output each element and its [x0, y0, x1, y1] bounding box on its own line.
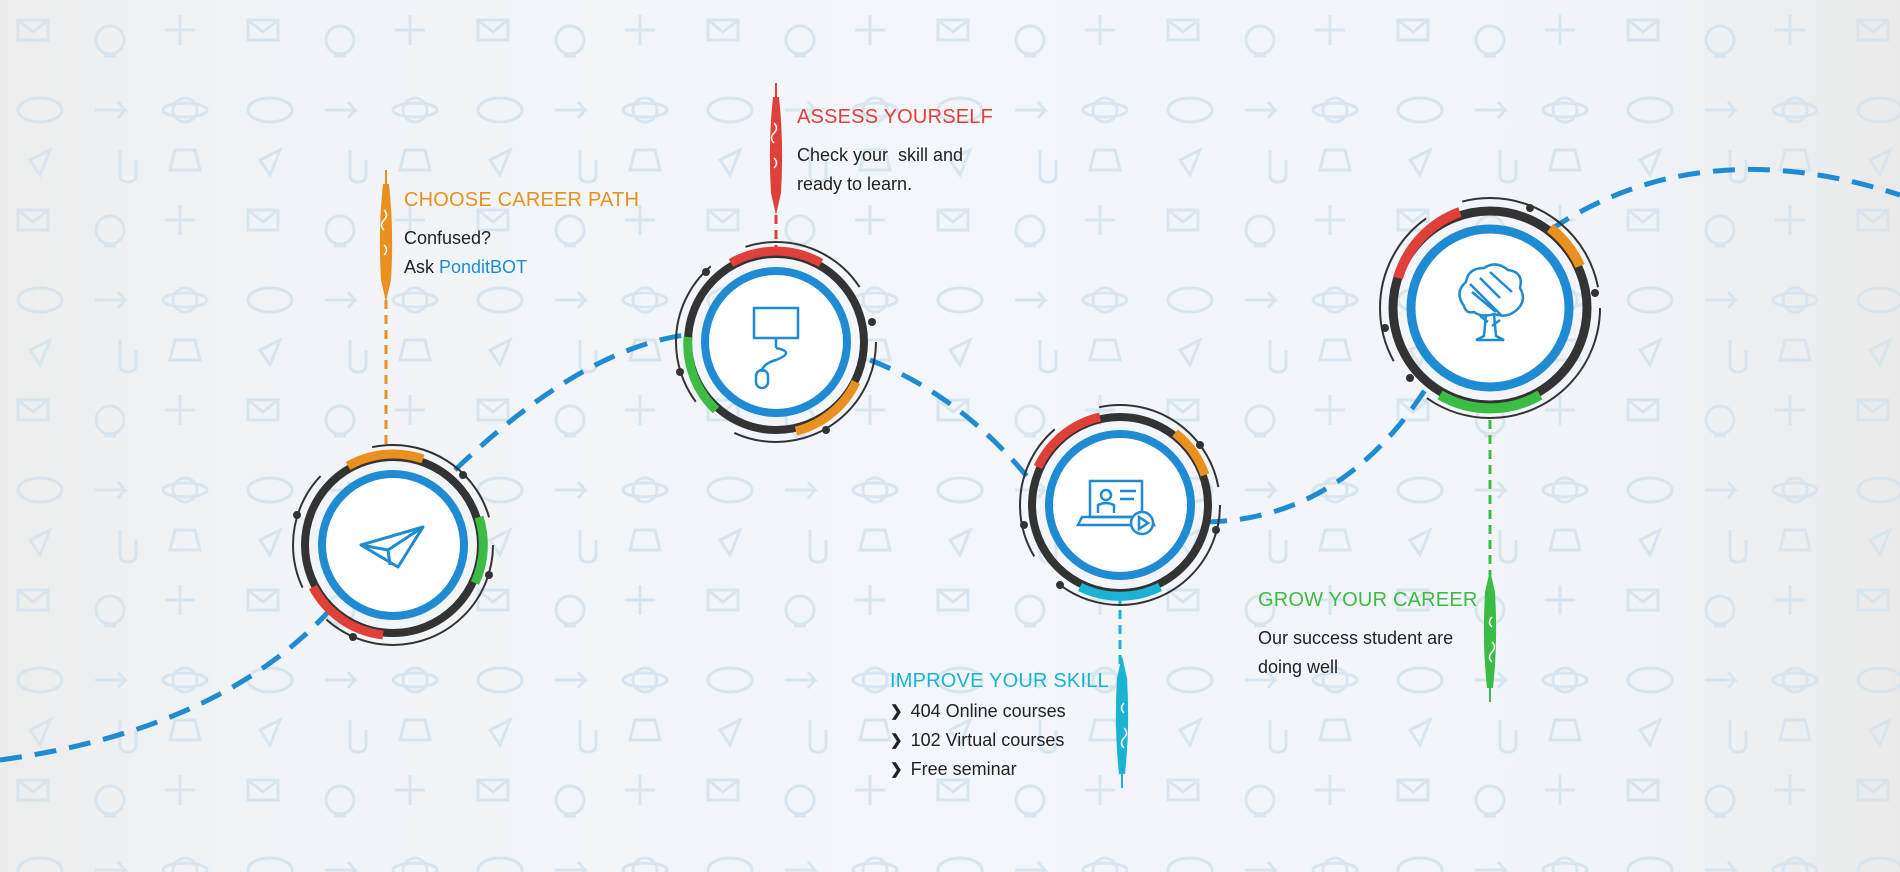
course-bullet: ❯ 102 Virtual courses [890, 726, 1109, 755]
bullet-virtual-courses: 102 Virtual courses [910, 730, 1065, 750]
assess-line-2: ready to learn. [797, 174, 913, 194]
chevron-right-icon: ❯ [890, 732, 903, 749]
red-pen-icon [769, 83, 783, 215]
grow-career-text: GROW YOUR CAREER Our success student are… [1258, 588, 1478, 682]
assess-line-1: Check your skill and [797, 145, 964, 165]
grow-line-1: Our success student are [1258, 628, 1454, 648]
chevron-right-icon: ❯ [890, 703, 903, 720]
paper-plane-icon [359, 525, 425, 569]
ponditbot-link[interactable]: PonditBOT [439, 257, 528, 277]
tree-icon [1458, 263, 1525, 342]
improve-skill-text: IMPROVE YOUR SKILL ❯ 404 Online courses ❯… [890, 669, 1109, 784]
choose-career-text: CHOOSE CAREER PATH Confused? Ask PonditB… [404, 188, 639, 282]
video-lesson-laptop-icon [1075, 479, 1157, 536]
orange-pen-icon [379, 170, 393, 302]
assess-node[interactable] [675, 241, 877, 443]
grow-line-2: doing well [1258, 657, 1339, 677]
bullet-online-courses: 404 Online courses [910, 701, 1066, 721]
improve-skill-title: IMPROVE YOUR SKILL [890, 670, 1109, 692]
green-pen-icon [1483, 570, 1497, 702]
improve-skill-node[interactable] [1019, 404, 1221, 606]
grow-career-node[interactable] [1379, 197, 1601, 419]
cyan-pen-icon [1115, 656, 1129, 788]
computer-mouse-icon [752, 306, 800, 390]
dashed-path [0, 166, 1900, 763]
bullet-free-seminar: Free seminar [910, 759, 1017, 779]
course-bullet: ❯ 404 Online courses [890, 697, 1109, 726]
ask-pondit-line: Ask PonditBOT [404, 253, 639, 282]
grow-career-title: GROW YOUR CAREER [1258, 589, 1478, 611]
assess-title: ASSESS YOURSELF [797, 106, 994, 128]
choose-career-line: Confused? [404, 228, 492, 248]
course-bullet: ❯ Free seminar [890, 755, 1109, 784]
choose-career-title: CHOOSE CAREER PATH [404, 189, 640, 211]
assess-text: ASSESS YOURSELF Check your skill and rea… [797, 105, 993, 199]
chevron-right-icon: ❯ [890, 761, 903, 778]
ask-prefix: Ask [404, 257, 440, 277]
choose-career-node[interactable] [292, 444, 494, 646]
